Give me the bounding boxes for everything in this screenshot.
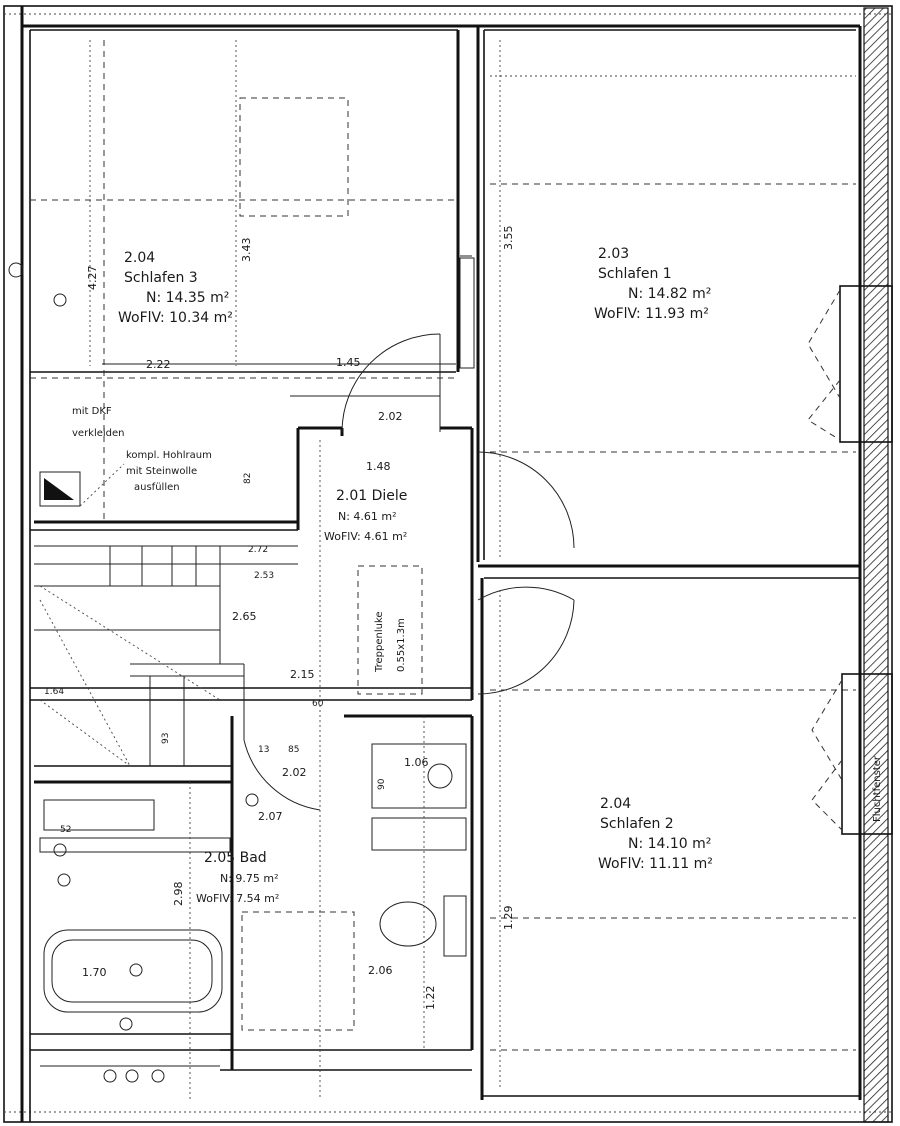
dim-label: 93 (161, 733, 171, 744)
bad-walls (30, 714, 474, 1071)
room-area-n: N: 9.75 m² (220, 872, 279, 885)
fixture-icon (57, 873, 71, 887)
room-area-n: N: 14.82 m² (628, 286, 711, 302)
dim-label: 2.02 (282, 766, 307, 779)
dim-label: 1.06 (404, 756, 429, 769)
room-schlafen-2: 2.04 Schlafen 2 N: 14.10 m² WoFlV: 11.11… (598, 796, 713, 872)
schlafen-1-walls (476, 26, 893, 579)
room-area-n: N: 14.10 m² (628, 836, 711, 852)
diele-walls (30, 255, 575, 701)
shower (371, 743, 467, 809)
room-area-n: N: 4.61 m² (338, 510, 397, 523)
notes: mit DKF verkleiden kompl. Hohlraum mit S… (72, 406, 883, 822)
stair-hatch (357, 565, 423, 695)
note-treppe-line-2: 0.55x1.3m (396, 618, 407, 672)
dim-label: 2.22 (146, 358, 171, 371)
room-area-n: N: 14.35 m² (146, 290, 229, 306)
dim-label: 60 (312, 699, 324, 709)
room-number-name: 2.05 Bad (204, 850, 267, 866)
fixture-icon (151, 1069, 165, 1083)
note-hohlraum-line-2: mit Steinwolle (126, 466, 197, 477)
room-bad: 2.05 Bad N: 9.75 m² WoFlV: 7.54 m² (196, 850, 279, 905)
room-schlafen-3: 2.04 Schlafen 3 N: 14.35 m² WoFlV: 10.34… (118, 250, 233, 326)
toilet (379, 901, 437, 947)
dim-label: 3.43 (240, 238, 253, 263)
dim-label: 4.27 (86, 266, 99, 291)
dim-label: 1.48 (366, 460, 391, 473)
dim-label: 3.55 (502, 226, 515, 251)
note-dkf-line-2: verkleiden (72, 428, 125, 439)
radiator-icon (53, 293, 67, 307)
dim-label: 13 (258, 745, 269, 755)
dimension-lines (89, 40, 501, 1100)
window-schlafen-2 (841, 673, 893, 835)
room-number: 2.04 (600, 796, 631, 812)
symbols (8, 262, 259, 1083)
dim-label: 2.65 (232, 610, 257, 623)
room-name: Schlafen 3 (124, 270, 198, 286)
dim-label: 2.07 (258, 810, 283, 823)
fixture-icon (53, 843, 67, 857)
axis-marker-icon (8, 262, 24, 278)
dim-label: 52 (60, 825, 71, 835)
room-number: 2.03 (598, 246, 629, 262)
dim-label: 1.29 (502, 906, 515, 931)
dim-label: 85 (288, 745, 299, 755)
note-fluchtfenster: Fluchtfenster (872, 755, 883, 822)
room-schlafen-1: 2.03 Schlafen 1 N: 14.82 m² WoFlV: 11.93… (594, 246, 711, 322)
dim-label: 1.64 (44, 687, 64, 697)
note-hohlraum-line-3: ausfüllen (134, 482, 180, 493)
note-hohlraum-line-1: kompl. Hohlraum (126, 450, 212, 461)
window-schlafen-1 (839, 285, 893, 443)
room-diele: 2.01 Diele N: 4.61 m² WoFlV: 4.61 m² (324, 488, 407, 543)
bathtub (43, 929, 223, 1013)
staircase (34, 463, 298, 767)
dim-label: 1.45 (336, 356, 361, 369)
dim-label: 2.06 (368, 964, 393, 977)
fixture-icon (103, 1069, 117, 1083)
room-area-wofiv: WoFlV: 7.54 m² (196, 892, 279, 905)
dim-label: 2.53 (254, 571, 274, 581)
fixture-icon (119, 1017, 133, 1031)
dimension-labels: 2.22 4.27 3.43 3.55 1.45 2.02 1.48 2.72 … (44, 226, 515, 1011)
dim-label: 82 (243, 473, 253, 484)
schlafen-2-walls (480, 578, 893, 1100)
roof-window-bad (241, 911, 355, 1031)
room-number-name: 2.01 Diele (336, 488, 407, 504)
note-treppe-line-1: Treppenluke (374, 611, 385, 673)
room-area-wofiv: WoFlV: 4.61 m² (324, 530, 407, 543)
installation-shaft (459, 257, 475, 369)
dim-label: 2.02 (378, 410, 403, 423)
dim-label: 2.15 (290, 668, 315, 681)
exterior-wall-hatched (863, 7, 889, 1123)
dim-label: 2.98 (172, 882, 185, 907)
outer-walls (3, 5, 893, 1123)
dim-label: 90 (377, 778, 387, 790)
note-dkf-line-1: mit DKF (72, 406, 112, 417)
shower-tray (371, 817, 467, 851)
room-area-wofiv: WoFlV: 11.11 m² (598, 856, 713, 872)
dim-label: 2.72 (248, 545, 268, 555)
radiator-icon (245, 793, 259, 807)
dim-label: 1.22 (424, 986, 437, 1011)
room-number: 2.04 (124, 250, 155, 266)
room-name: Schlafen 2 (600, 816, 674, 832)
washbasin-counter (39, 837, 231, 853)
roof-window-schlafen-3 (239, 97, 349, 217)
dim-label: 1.70 (82, 966, 107, 979)
room-area-wofiv: WoFlV: 11.93 m² (594, 306, 709, 322)
room-name: Schlafen 1 (598, 266, 672, 282)
fixture-icon (125, 1069, 139, 1083)
room-area-wofiv: WoFlV: 10.34 m² (118, 310, 233, 326)
